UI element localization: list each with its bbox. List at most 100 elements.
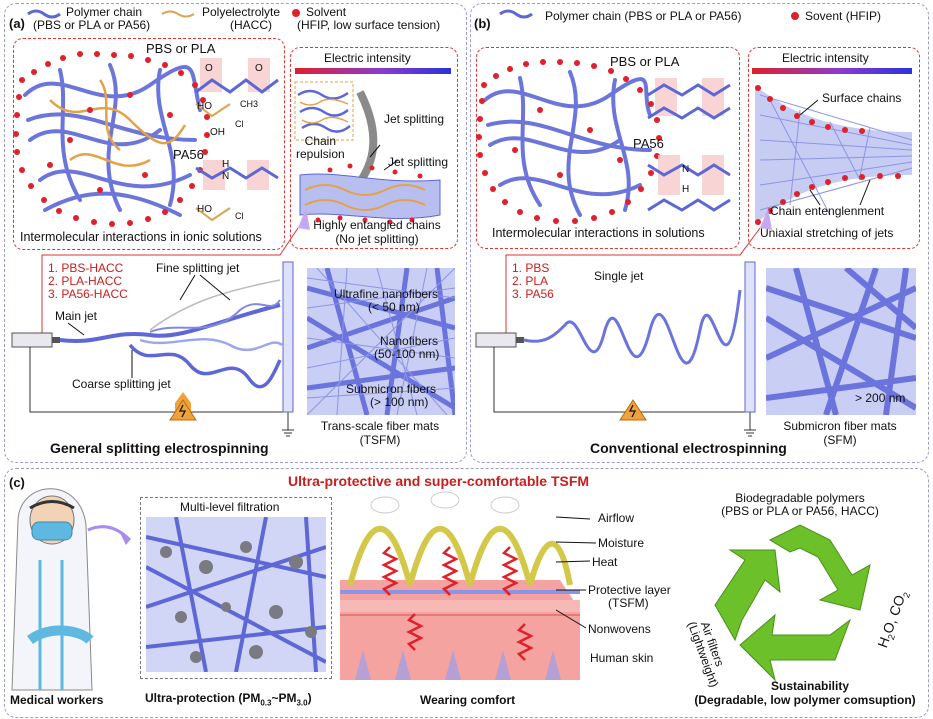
legend-solvent-sub: (HFIP, low surface tension) — [297, 18, 441, 32]
electric-intensity-a: Electric intensity — [324, 51, 411, 65]
tsfm-label: Trans-scale fiber mats — [320, 419, 440, 433]
panel-b — [470, 3, 929, 463]
multilevel-label: Multi-level filtration — [180, 500, 280, 514]
tsfm-fiber-mat — [307, 268, 455, 415]
panel-c-tag: (c) — [9, 475, 25, 490]
chem-o-2: O — [255, 63, 263, 74]
nanofibers-sub: (50-100 nm) — [374, 347, 440, 361]
chem-o-1: O — [205, 63, 213, 74]
panel-a — [4, 3, 467, 463]
fine-splitting-jet: Fine splitting jet — [156, 261, 240, 275]
moisture-label: Moisture — [598, 536, 645, 550]
ultra-protection-label: Ultra-protection (PM0.3~PM3.0) — [145, 692, 312, 709]
submicron-label: Submicron fibers — [346, 382, 437, 396]
chem-n-1: N — [222, 171, 230, 182]
sustainability-sub: (Degradable, low polymer comsuption) — [694, 693, 916, 707]
wearing-comfort-label: Wearing comfort — [420, 693, 516, 707]
electric-gradient-a — [295, 68, 451, 74]
jet-splitting-2: Jet splitting — [388, 155, 449, 169]
sfm-abbr: (SFM) — [823, 433, 857, 447]
list-a-2: 2. PLA-HACC — [48, 274, 123, 288]
chain-repulsion: Chain repulsion — [296, 134, 345, 161]
intermolecular-b: Intermolecular interactions in solutions — [492, 226, 705, 240]
chem-ho-2: HO — [197, 204, 212, 215]
headline-c: Ultra-protective and super-comfortable T… — [288, 473, 590, 489]
legend-solvent-b: Sovent (HFIP) — [805, 9, 882, 23]
list-a-3: 3. PA56-HACC — [48, 287, 128, 301]
uniaxial-stretching: Uniaxial stretching of jets — [760, 226, 894, 240]
nonwovens-label: Nonwovens — [588, 622, 651, 636]
heat-label: Heat — [592, 555, 618, 569]
pm-mid: ~PM — [271, 691, 297, 705]
sfm-label: Submicron fiber mats — [783, 419, 897, 433]
filtration-fiber-mat — [146, 517, 326, 672]
pa56-label-b: PA56 — [633, 136, 664, 151]
chain-entanglement: Chain entenglenment — [770, 204, 885, 218]
electric-intensity-b: Electric intensity — [782, 51, 869, 65]
chem-cl-2: Cl — [235, 211, 244, 221]
list-b-3: 3. PA56 — [512, 287, 554, 301]
ionic-solution-box — [13, 38, 285, 250]
protective-label: Protective layer — [588, 583, 671, 597]
sfm-fiber-mat — [766, 268, 916, 415]
list-a-1: 1. PBS-HACC — [48, 261, 124, 275]
legend-polymer-sub: (PBS or PLA or PA56) — [33, 18, 151, 32]
pm-end: ) — [307, 691, 312, 705]
pm-sub-2: 3.0 — [296, 698, 308, 708]
pa56-label-a: PA56 — [173, 147, 204, 162]
pm-sub-1: 0.3 — [260, 698, 272, 708]
title-a: General splitting electrospinning — [50, 440, 269, 456]
list-b-2: 2. PLA — [512, 274, 549, 288]
no-jet-splitting: (No jet splitting) — [335, 232, 419, 246]
jet-splitting-box — [290, 47, 458, 249]
protective-sub: (TSFM) — [608, 596, 649, 610]
chem-n-b: N — [682, 164, 690, 175]
ultra-protection-text: Ultra-protection (PM — [145, 691, 261, 705]
medical-workers-label: Medical workers — [10, 693, 104, 707]
coarse-splitting-jet: Coarse splitting jet — [72, 377, 171, 391]
chem-h-1: H — [222, 159, 230, 170]
panel-c — [4, 468, 929, 718]
legend-polymer: Polymer chain — [66, 5, 143, 19]
submicron-sub: (> 100 nm) — [370, 395, 429, 409]
chem-oh-1: OH — [210, 127, 225, 138]
surface-chains: Surface chains — [822, 91, 902, 105]
nanofibers-label: Nanofibers — [380, 334, 439, 348]
bio-sub: (PBS or PLA or PA56, HACC) — [721, 504, 879, 518]
legend-polymer-b: Polymer chain (PBS or PLA or PA56) — [545, 9, 742, 23]
pbs-pla-label-b: PBS or PLA — [610, 54, 680, 69]
legend-polyelectrolyte: Polyelectrolyte — [202, 5, 281, 19]
electric-gradient-b — [752, 68, 912, 74]
ultrafine-sub: (< 50 nm) — [368, 300, 420, 314]
highly-entangled: Highly entangled chains — [313, 218, 441, 232]
list-b-1: 1. PBS — [512, 261, 550, 275]
airflow-label: Airflow — [598, 511, 635, 525]
intermolecular-a: Intermolecular interactions in ionic sol… — [20, 230, 262, 244]
single-jet: Single jet — [594, 269, 644, 283]
solution-box-b — [476, 47, 740, 249]
main-jet: Main jet — [55, 309, 98, 323]
legend-polyelectrolyte-sub: (HACC) — [230, 18, 272, 32]
size-label: > 200 nm — [855, 391, 906, 405]
stretching-box — [748, 47, 920, 249]
jet-splitting-1: Jet splitting — [384, 112, 445, 126]
chem-h-b: H — [682, 184, 690, 195]
ultrafine-label: Ultrafine nanofibers — [334, 287, 439, 301]
chem-ho-1: HO — [197, 101, 212, 112]
chem-cl-1: Cl — [235, 119, 244, 129]
pbs-pla-label-a: PBS or PLA — [146, 41, 216, 56]
filtration-box — [140, 497, 332, 679]
skin-label: Human skin — [590, 651, 654, 665]
title-b: Conventional electrospinning — [590, 440, 787, 456]
panel-b-tag: (b) — [474, 16, 491, 31]
